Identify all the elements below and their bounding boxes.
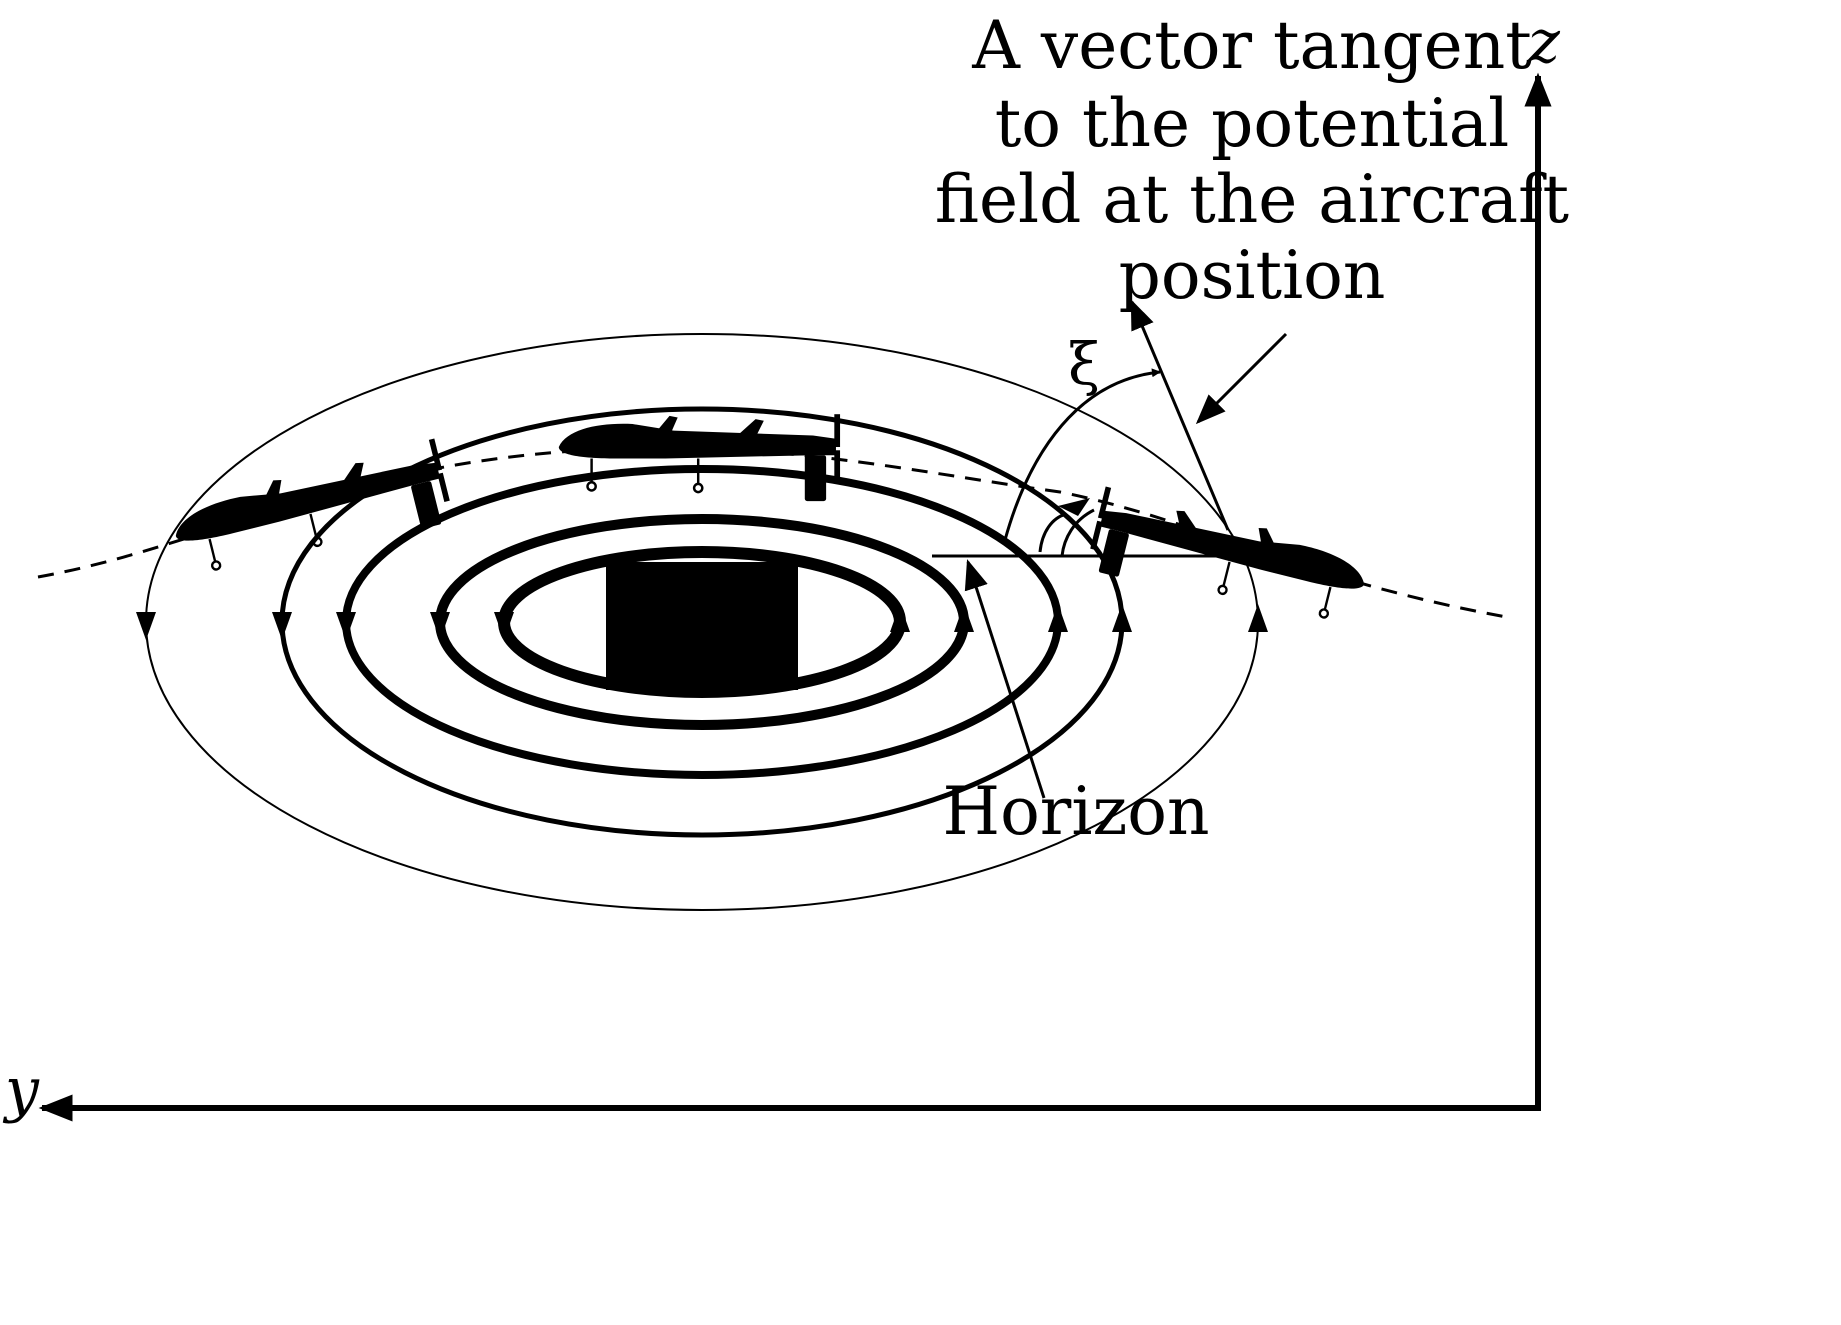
tangent-vector-label-line-4: position bbox=[1119, 237, 1386, 314]
z-axis-label: z bbox=[1527, 7, 1560, 77]
arrow-up-5 bbox=[1248, 604, 1268, 632]
arrow-down-2 bbox=[272, 612, 292, 640]
tangent-vector-label-line-3: field at the aircraft bbox=[935, 161, 1569, 238]
horizon-label: Horizon bbox=[943, 773, 1210, 850]
small-angle-arc-1 bbox=[1038, 512, 1067, 553]
contour-direction-arrows bbox=[136, 604, 1268, 640]
horizon-label-leader bbox=[964, 559, 1046, 799]
tangent-vector-label-line-1: A vector tangent bbox=[971, 7, 1531, 84]
arrow-down-5 bbox=[494, 612, 514, 640]
uav-icon-center bbox=[557, 412, 842, 503]
tangent-vector bbox=[1130, 299, 1230, 531]
arrow-up-4 bbox=[1112, 604, 1132, 632]
arrow-down-3 bbox=[336, 612, 356, 640]
obstacle-block bbox=[606, 562, 798, 690]
tangent-label-leader bbox=[1195, 332, 1288, 425]
small-angle-arrow bbox=[1058, 498, 1090, 516]
arrow-up-2 bbox=[954, 604, 974, 632]
arrow-down-4 bbox=[430, 612, 450, 640]
arrow-down-1 bbox=[136, 612, 156, 640]
y-axis-label: y bbox=[2, 1055, 40, 1125]
arrow-up-3 bbox=[1048, 604, 1068, 632]
uav-icon-left bbox=[166, 437, 457, 589]
small-angle-arc-2 bbox=[1060, 508, 1095, 557]
arrow-up-1 bbox=[890, 604, 910, 632]
xi-angle-label: ξ bbox=[1068, 330, 1100, 398]
tangent-vector-label-line-2: to the potential bbox=[995, 85, 1509, 162]
xi-angle-arc bbox=[1003, 368, 1161, 541]
